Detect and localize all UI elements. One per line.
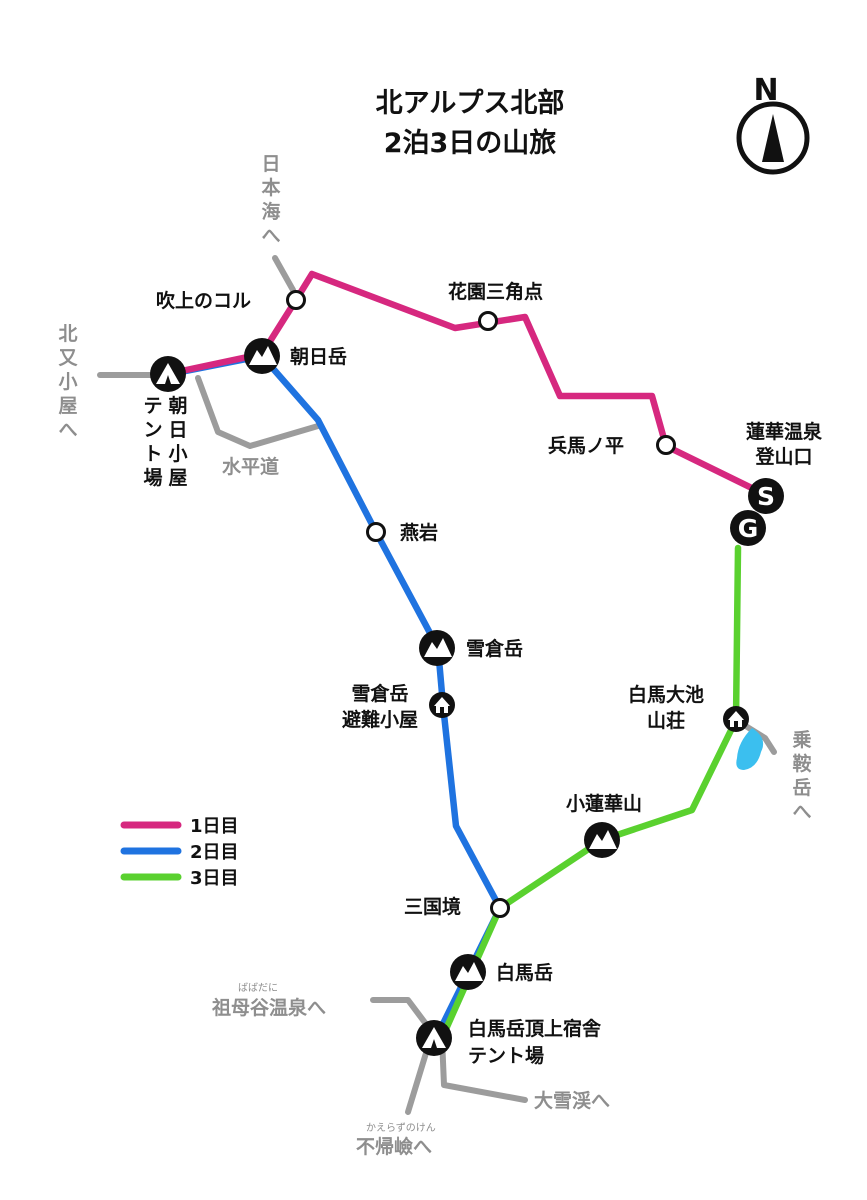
svg-text:ト: ト xyxy=(143,443,162,465)
svg-text:3日目: 3日目 xyxy=(190,868,239,889)
svg-text:1日目: 1日目 xyxy=(190,816,239,837)
yukikuradake-mountain-icon xyxy=(419,630,455,666)
label-summit-lodge-1: 白馬岳頂上宿舎 xyxy=(468,1017,602,1040)
legend-item-day1: 1日目 xyxy=(120,816,239,837)
svg-text:岳: 岳 xyxy=(792,777,811,799)
svg-text:G: G xyxy=(738,514,759,543)
map-title-line1: 北アルプス北部 xyxy=(376,87,565,119)
tsubakuroiwa-waypoint xyxy=(366,522,386,542)
svg-text:場: 場 xyxy=(143,467,162,489)
label-hakuba-oike-1: 白馬大池 xyxy=(628,683,704,706)
svg-text:海: 海 xyxy=(261,200,280,223)
label-korenge: 小蓮華山 xyxy=(566,792,642,815)
svg-text:へ: へ xyxy=(261,225,280,247)
start-marker: S xyxy=(748,478,784,514)
legend: 1日目 2日目 3日目 xyxy=(120,816,239,889)
svg-text:小: 小 xyxy=(58,371,77,393)
north-compass-icon: N xyxy=(736,73,810,175)
svg-text:小: 小 xyxy=(168,443,187,465)
day3-route-line xyxy=(438,544,742,1042)
sangokusakai-waypoint xyxy=(490,898,510,918)
fukiage-col-waypoint xyxy=(286,290,306,310)
label-to-sobodani: 祖母谷温泉へ xyxy=(211,996,326,1019)
waypoints xyxy=(286,290,676,918)
label-trailhead: 登山口 xyxy=(754,445,812,468)
map-title-line2: 2泊3日の山旅 xyxy=(384,127,557,159)
summit-lodge-tent-icon xyxy=(416,1020,452,1056)
label-to-nihonkai: 日 本 海 へ xyxy=(261,153,280,247)
svg-text:本: 本 xyxy=(261,176,280,199)
compass-north-letter: N xyxy=(753,73,778,108)
hakuba-oike-pond-icon xyxy=(736,728,764,770)
label-hanazono: 花園三角点 xyxy=(448,280,543,303)
korenge-mountain-icon xyxy=(584,822,620,858)
label-sangokusakai: 三国境 xyxy=(404,895,461,918)
label-to-kitamata: 北 又 小 屋 へ xyxy=(58,323,78,441)
label-to-kaeraz: 不帰嶮へ xyxy=(356,1135,432,1158)
label-asahi-hut: 朝 日 小 屋 テ ン ト 場 xyxy=(143,395,187,489)
hanazono-waypoint xyxy=(478,311,498,331)
label-hakuba-oike-2: 山荘 xyxy=(647,709,685,732)
label-suiheido: 水平道 xyxy=(222,455,279,478)
svg-text:乗: 乗 xyxy=(792,729,811,751)
legend-item-day2: 2日目 xyxy=(120,842,239,863)
hakuba-oike-hut-icon xyxy=(723,706,749,732)
label-tsubakuroiwa: 燕岩 xyxy=(400,521,438,544)
label-to-daisekkei: 大雪渓へ xyxy=(534,1089,610,1112)
legend-item-day3: 3日目 xyxy=(120,868,239,889)
svg-text:日: 日 xyxy=(168,419,187,441)
label-kaeraz-ruby: かえらずのけん xyxy=(366,1122,436,1134)
label-yukikura-hut-1: 雪倉岳 xyxy=(351,682,408,705)
svg-text:北: 北 xyxy=(58,323,77,345)
label-fukiage-col: 吹上のコル xyxy=(156,289,251,312)
label-to-norikura: 乗 鞍 岳 へ xyxy=(792,729,811,823)
svg-text:へ: へ xyxy=(58,419,77,441)
asahi-tent-icon xyxy=(150,356,186,392)
hakubadake-mountain-icon xyxy=(450,954,486,990)
svg-text:屋: 屋 xyxy=(168,467,187,489)
hyoma-waypoint xyxy=(656,435,676,455)
svg-text:へ: へ xyxy=(792,801,811,823)
svg-text:又: 又 xyxy=(58,347,78,369)
svg-text:S: S xyxy=(757,482,775,511)
svg-text:屋: 屋 xyxy=(58,395,77,417)
label-summit-lodge-2: テント場 xyxy=(468,1045,544,1067)
svg-text:2日目: 2日目 xyxy=(190,842,239,863)
label-hyoma: 兵馬ノ平 xyxy=(548,435,624,457)
svg-text:鞍: 鞍 xyxy=(792,752,811,775)
yukikura-hut-icon xyxy=(429,692,455,718)
svg-text:日: 日 xyxy=(261,153,280,175)
svg-text:朝: 朝 xyxy=(168,395,187,417)
asahidake-mountain-icon xyxy=(244,338,280,374)
label-yukikuradake: 雪倉岳 xyxy=(466,637,523,660)
label-yukikura-hut-2: 避難小屋 xyxy=(342,708,418,731)
svg-text:テ: テ xyxy=(143,395,162,417)
svg-text:ン: ン xyxy=(143,419,162,441)
goal-marker: G xyxy=(730,510,766,546)
label-asahidake: 朝日岳 xyxy=(290,346,347,368)
label-renge-onsen: 蓮華温泉 xyxy=(746,420,823,443)
label-sobodani-ruby: ばばだに xyxy=(238,982,278,994)
label-hakubadake: 白馬岳 xyxy=(496,961,553,984)
